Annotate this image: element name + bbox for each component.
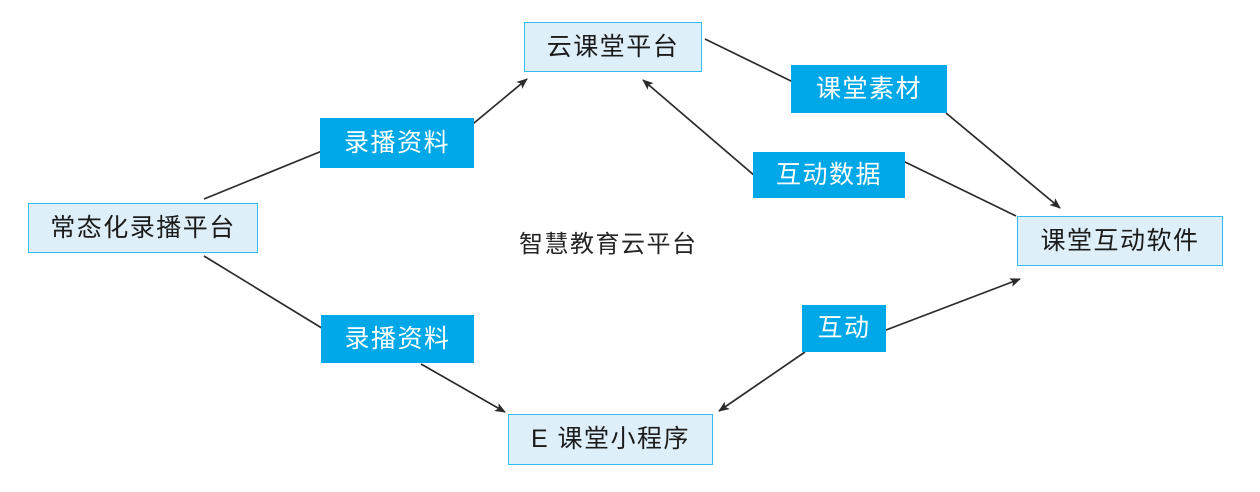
edge-intdata-label-to-cloud	[642, 79, 756, 177]
node-e-classroom-applet[interactable]: E 课堂小程序	[508, 414, 713, 465]
edge-upper-label-to-cloud	[467, 78, 528, 129]
edge-label-recording-data-upper[interactable]: 录播资料	[320, 118, 474, 168]
diagram-center-caption: 智慧教育云平台	[519, 231, 698, 258]
edge-recording-to-upper-label	[203, 150, 323, 200]
edge-label-interaction[interactable]: 互动	[802, 305, 886, 352]
edge-interaction-label-to-eclass	[718, 351, 806, 412]
node-cloud-classroom[interactable]: 云课堂平台	[524, 22, 702, 72]
edge-interaction-label-to-software	[885, 278, 1021, 331]
edge-material-label-to-software	[945, 112, 1061, 209]
node-classroom-interactive-software[interactable]: 课堂互动软件	[1017, 216, 1223, 266]
node-recording-platform[interactable]: 常态化录播平台	[28, 203, 258, 253]
edge-label-interaction-data[interactable]: 互动数据	[753, 152, 905, 198]
edge-label-classroom-material[interactable]: 课堂素材	[791, 65, 947, 113]
edge-recording-to-lower-label	[203, 255, 326, 331]
edge-software-to-intdata-label	[902, 160, 1017, 217]
edge-cloud-to-material-label	[704, 38, 794, 83]
edge-lower-label-to-eclass	[420, 363, 506, 413]
edge-label-recording-data-lower[interactable]: 录播资料	[321, 315, 474, 363]
